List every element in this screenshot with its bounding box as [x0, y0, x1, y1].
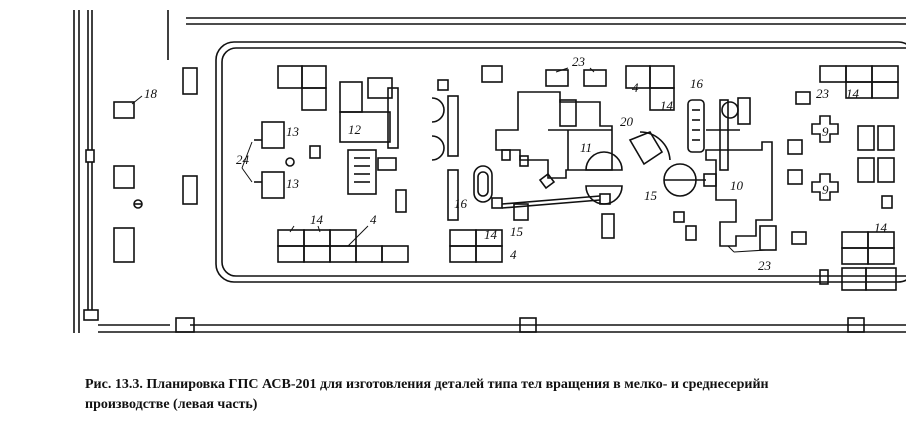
caption-line-2: производстве (левая часть) — [85, 397, 258, 412]
section-machine-10 — [625, 65, 811, 251]
label-24: 24 — [236, 152, 250, 167]
label-4-center: 4 — [632, 80, 639, 95]
label-15-left: 15 — [510, 224, 524, 239]
label-14-right-top: 14 — [846, 86, 860, 101]
section-machine-11 — [495, 69, 671, 205]
label-10: 10 — [730, 178, 744, 193]
label-16-right: 16 — [690, 76, 704, 91]
column-pillars — [175, 67, 865, 333]
leader-lines — [131, 67, 767, 253]
machine-labels: 18 13 13 24 12 14 4 23 4 14 16 20 11 16 … — [144, 54, 888, 273]
label-14-middle: 14 — [484, 227, 498, 242]
section-left — [254, 65, 409, 263]
outside-equipment — [113, 101, 143, 263]
label-4-left: 4 — [370, 212, 377, 227]
transport-track — [215, 41, 906, 283]
label-23-bottom: 23 — [758, 258, 772, 273]
label-14-left: 14 — [310, 212, 324, 227]
label-9-top: 9 — [822, 124, 829, 139]
label-15-right: 15 — [644, 188, 658, 203]
label-9-bottom: 9 — [822, 182, 829, 197]
figure-caption: Рис. 13.3. Планировка ГПС АСВ-201 для из… — [85, 375, 906, 415]
label-23-right: 23 — [816, 86, 830, 101]
label-12: 12 — [348, 122, 362, 137]
label-14-right-bottom: 14 — [874, 220, 888, 235]
label-13-top: 13 — [286, 124, 300, 139]
floor-plan-diagram: 18 13 13 24 12 14 4 23 4 14 16 20 11 16 … — [73, 10, 906, 333]
label-13-bottom: 13 — [286, 176, 300, 191]
label-23-top: 23 — [572, 54, 586, 69]
label-11: 11 — [580, 140, 592, 155]
label-16-left: 16 — [454, 196, 468, 211]
section-right — [787, 65, 899, 291]
label-20: 20 — [620, 114, 634, 129]
label-14-center: 14 — [660, 98, 674, 113]
label-18: 18 — [144, 86, 158, 101]
label-4-middle: 4 — [510, 247, 517, 262]
section-middle — [431, 65, 615, 263]
caption-line-1: Рис. 13.3. Планировка ГПС АСВ-201 для из… — [85, 377, 769, 392]
left-wall — [73, 10, 906, 333]
